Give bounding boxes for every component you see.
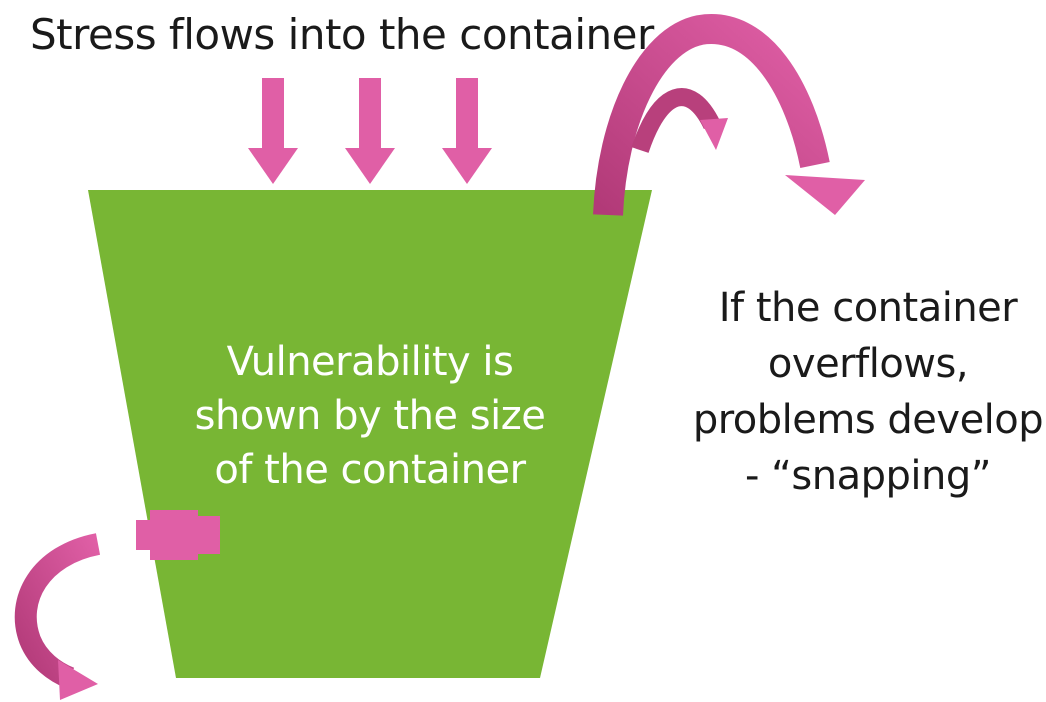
overflow-label-line-2: overflows, (767, 341, 969, 387)
container-label-line-1: Vulnerability is (226, 339, 514, 385)
container-label-line-3: of the container (214, 447, 526, 493)
container-bucket (88, 190, 652, 678)
overflow-arrow-large-icon (593, 14, 865, 216)
stress-arrow-1-icon (248, 78, 298, 184)
tap-valve-icon (136, 510, 220, 560)
stress-arrow-3-icon (442, 78, 492, 184)
overflow-label-line-3: problems develop (692, 397, 1044, 443)
drain-arrow-icon (14, 533, 101, 700)
stress-arrow-2-icon (345, 78, 395, 184)
container-label-line-2: shown by the size (194, 393, 546, 439)
overflow-label-line-4: - “snapping” (745, 453, 991, 499)
overflow-label: If the container overflows, problems dev… (690, 280, 1046, 504)
overflow-label-line-1: If the container (718, 285, 1018, 331)
overflow-arrow-small-icon (631, 88, 728, 153)
diagram-title: Stress flows into the container (30, 10, 654, 59)
container-label: Vulnerability is shown by the size of th… (170, 335, 570, 497)
